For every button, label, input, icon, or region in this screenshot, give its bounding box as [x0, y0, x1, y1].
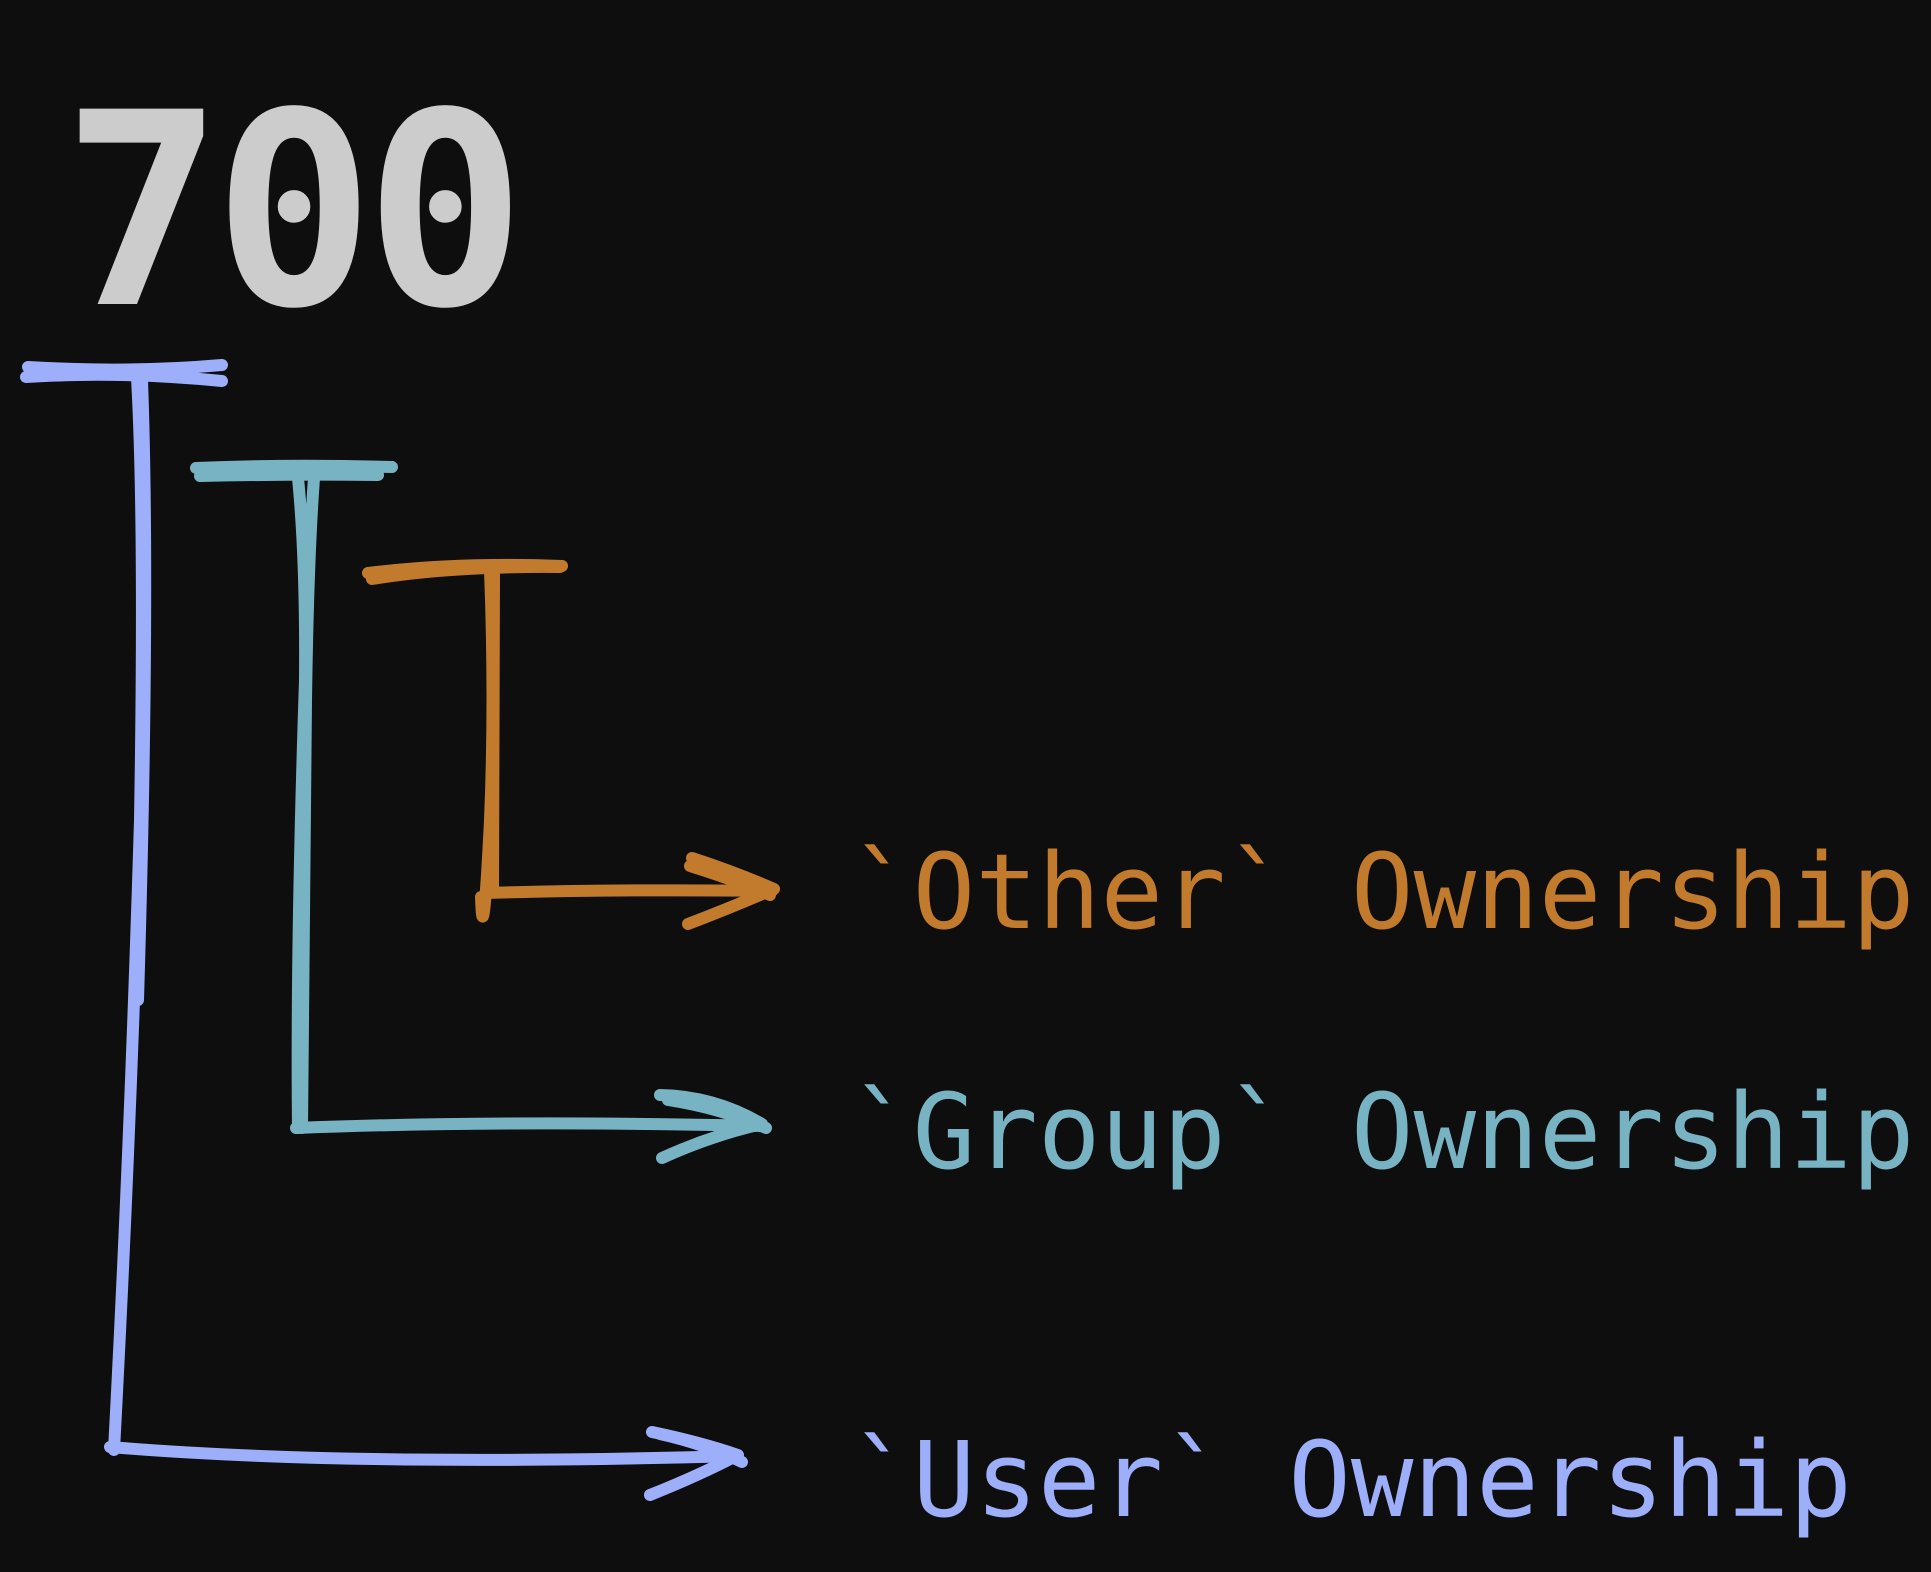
other-bracket	[362, 558, 780, 930]
group-bracket-arm	[290, 1117, 768, 1134]
user-ownership-label: `User` Ownership	[850, 1419, 1852, 1541]
other-bracket-top-bar	[362, 558, 568, 585]
user-bracket-stem	[108, 372, 152, 1456]
other-arrowhead	[682, 852, 780, 930]
other-bracket-arm	[480, 884, 778, 899]
user-arrowhead	[644, 1426, 748, 1501]
group-bracket-top-bar	[190, 459, 398, 482]
group-bracket-stem	[291, 472, 320, 1134]
group-ownership-label: `Group` Ownership	[850, 1071, 1915, 1193]
other-bracket-stem	[475, 564, 500, 923]
group-arrowhead	[654, 1089, 772, 1164]
user-bracket	[20, 359, 748, 1501]
user-bracket-arm	[104, 1441, 741, 1466]
permission-mode-digits: 700	[62, 56, 526, 368]
other-ownership-label: `Other` Ownership	[850, 831, 1915, 953]
group-bracket	[190, 459, 772, 1164]
user-bracket-top-bar	[20, 359, 228, 387]
